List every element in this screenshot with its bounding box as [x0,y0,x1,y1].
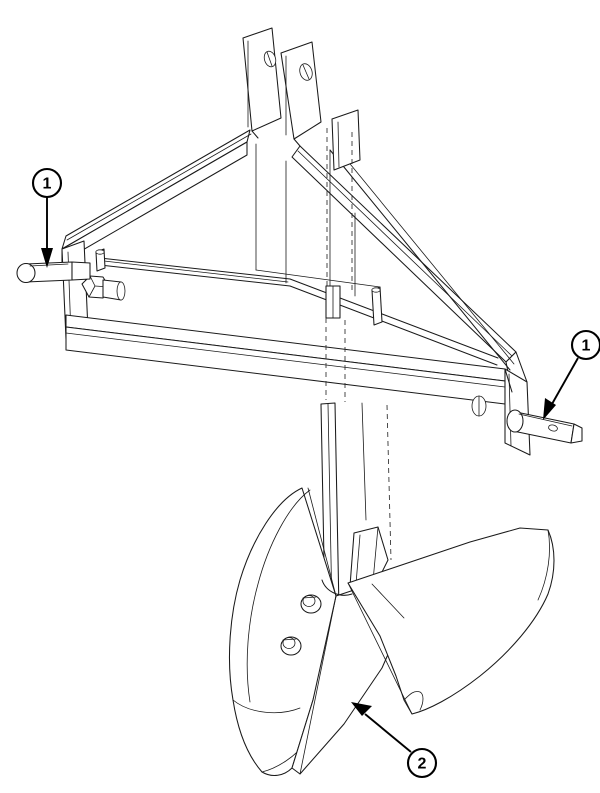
left-pin-highlight [29,263,69,267]
callout-2-leader [364,713,412,753]
right-hitch-pin [506,409,583,444]
callout-2-circle[interactable] [406,747,438,779]
frame-tie-bar-right-bottom [289,285,498,366]
mast-hole-left-icon [263,50,277,68]
right-pin-collar [506,409,524,433]
mast-plate-front [280,41,322,140]
plow-left-wing-fold [232,699,301,713]
plow-bolt-lower-dome [282,637,296,649]
left-pin-inner [71,261,91,281]
right-pin-highlight [518,413,573,427]
left-pin-head [16,262,36,284]
frame-right-corner-join [504,368,513,393]
plow-left-share-crease [299,595,337,775]
frame-rail-upper-right-crease [297,150,513,357]
plow-bolt-upper-dome [302,595,316,607]
callout-1-right-arrowhead [543,398,556,420]
plow-shank-collar [321,579,353,596]
plow-share-seam [371,583,405,619]
frame-tie-bar-bottom [99,264,291,287]
plow-right-wing-crease [347,582,413,715]
callout-2[interactable]: 2 [351,702,438,779]
frame-rail-upper-left-crease [66,133,252,241]
callout-1-right-circle[interactable] [570,329,600,361]
callout-1-right[interactable]: 1 [543,329,600,420]
left-hitch-pin [16,261,91,284]
plow-bottom [228,487,555,777]
frame-cross-tube-crease [65,332,506,388]
plow-bolt-upper-head [300,594,322,614]
top-hitch-bracket [242,27,322,147]
frame-mid-gusset-crease [337,121,340,168]
right-pin-tip [570,423,583,444]
shank-rear-hidden [386,404,392,561]
frame-tie-bar-top [99,257,291,280]
plow-bolt-upper [300,594,322,614]
frame-tie-bar-mid [103,260,289,283]
callout-2-number: 2 [418,756,427,773]
frame-inner-brace-right [329,149,511,371]
plow-bolt-lower [280,636,302,656]
mast-foot-rear [251,130,259,139]
frame-inner-brace-right-edge [336,147,515,365]
callout-1-right-number: 1 [582,338,591,355]
callout-1-left-arrowhead [41,248,53,268]
frame-right-corner-crease [508,373,512,447]
shank-rear-edge [361,402,367,521]
right-pin-lock-hole-icon [548,424,558,432]
callout-1-left[interactable]: 1 [31,167,63,268]
center-shank [320,128,392,613]
frame-tie-post-right-cap [371,287,381,293]
hex-nut-end-cap [116,281,126,301]
plow-bolt-lower-head [280,636,302,656]
frame-mid-gusset [331,109,361,171]
plow-right-wing [347,527,555,715]
frame-tie-post-left-cap [95,249,105,255]
frame-tie-post-right [371,286,383,326]
plow-bolt-lower-slot [282,638,297,641]
callout-1-left-circle[interactable] [31,167,63,199]
frame-tie-bar-right-top [289,278,499,359]
plow-bolt-upper-slot [302,596,317,599]
callout-2-arrowhead [351,702,372,716]
plow-left-wing-inner-edge [307,487,337,597]
mast-foot-front [293,138,301,147]
mast-hole-right-inner [302,64,310,80]
plow-left-wing-crease-a [246,489,311,703]
mast-hole-left-inner [266,51,273,67]
plow-center-fin-edge-a [355,534,361,585]
plow-right-wing-edge-curl [537,529,550,601]
callout-1-right-leader [551,357,579,405]
plow-right-wing-notch [403,691,424,711]
callout-1-left-number: 1 [43,176,52,193]
a-frame [61,109,531,456]
frame-web-line-e [255,269,381,288]
